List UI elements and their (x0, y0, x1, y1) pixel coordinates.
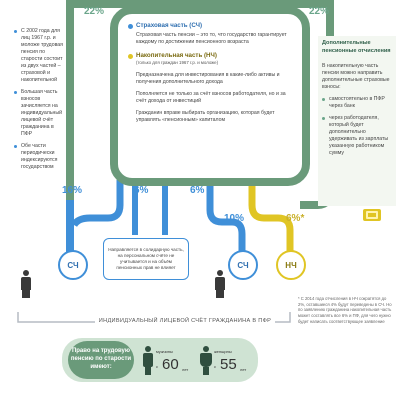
right-intro: В накопительную часть пенсии можно напра… (322, 63, 390, 91)
left-bullet-2: Большая часть взносов зачисляется на инд… (14, 89, 66, 138)
footnote: * С 2014 года отчисления в НЧ сократятся… (298, 296, 392, 324)
insurance-title: Страховая часть (СЧ) (136, 22, 203, 29)
women-unit: лет (240, 367, 247, 372)
insurance-text: Страховая часть пенсии – это то, что гос… (136, 32, 287, 46)
funded-paragraphs: Предназначена для инвестирования в какие… (136, 72, 294, 124)
nch-circle: НЧ (276, 250, 306, 280)
women-label: женщины (214, 349, 232, 354)
retirement-pill: Право на трудовую пенсию по старости име… (68, 341, 134, 379)
right-bullet-2: через работодателя, который будет дополн… (322, 115, 394, 157)
sch-circle-left: СЧ (58, 250, 88, 280)
funded-title: Накопительная часть (НЧ) (136, 52, 217, 60)
men-prefix: с (156, 364, 158, 369)
men-age-block: мужчины с 60 лет (142, 344, 198, 378)
left-bullet-3: Обе части периодически индексируются гос… (14, 143, 66, 171)
sch-circle-right: СЧ (228, 250, 258, 280)
percent-middle-left: 6% (134, 185, 149, 196)
center-left-pipe (70, 180, 124, 227)
percent-middle-right: 6% (190, 185, 205, 196)
percent-top-left: 22% (84, 6, 105, 17)
insurance-heading: Страховая часть (СЧ) (128, 22, 294, 30)
left-column: С 2002 года для лиц 1967 г.р. и моложе т… (14, 28, 66, 176)
women-age-block: женщины с 55 лет (200, 344, 256, 378)
men-age: 60 (162, 356, 179, 373)
percent-right-nch: 6%* (286, 213, 305, 224)
percent-right-sch: 10% (224, 213, 245, 224)
center-panel-frame (110, 6, 310, 186)
insurance-dot-icon (128, 23, 133, 29)
right-bullet-1: самостоятельно в ПФР через банк (322, 96, 394, 110)
women-prefix: с (214, 364, 216, 369)
wallet-icon (363, 209, 381, 221)
ipc-label: ИНДИВИДУАЛЬНЫЙ ЛИЦЕВОЙ СЧЁТ ГРАЖДАНИНА В… (95, 318, 275, 324)
men-unit: лет (182, 367, 189, 372)
funded-para-1: Предназначена для инвестирования в какие… (136, 71, 280, 85)
funded-para-3: Гражданин вправе выбирать организацию, к… (136, 109, 275, 123)
center-panel: Страховая часть (СЧ) Страховая часть пен… (128, 22, 294, 129)
funded-heading: Накопительная часть (НЧ) (128, 52, 294, 60)
left-bullet-1: С 2002 года для лиц 1967 г.р. и моложе т… (14, 28, 66, 84)
percent-left-branch: 16% (62, 185, 83, 196)
funded-subtitle: (только для граждан 1967 г.р. и моложе) (136, 59, 219, 65)
men-label: мужчины (156, 349, 173, 354)
funded-para-2: Пополняется не только за счёт взносов ра… (136, 90, 286, 104)
woman-icon (200, 346, 212, 376)
person-icon-right (214, 270, 226, 298)
nch-pipe (248, 180, 294, 252)
right-title: Дополнительные пенсионные отчисления (322, 40, 391, 54)
percent-top-right: 22% (309, 6, 330, 17)
right-pane-bg (318, 36, 396, 206)
funded-dot-icon (128, 54, 133, 60)
man-icon (142, 346, 154, 376)
right-column: Дополнительные пенсионные отчисления В н… (322, 40, 394, 162)
solidarity-note: Направляется в солидарную часть, на перс… (103, 238, 189, 280)
women-age: 55 (220, 356, 237, 373)
right-sch-pipe (206, 180, 246, 252)
person-icon-left (20, 270, 32, 298)
